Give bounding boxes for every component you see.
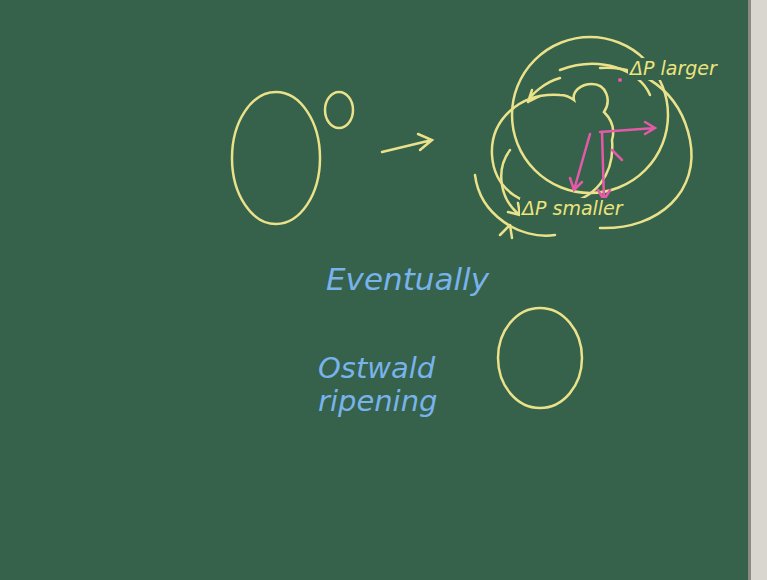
flow-arrow-head [500, 225, 512, 238]
pressure-label: ΔP larger [628, 58, 719, 80]
transition-arrow [382, 134, 432, 152]
pressure-vector [570, 134, 590, 190]
radius-mark [612, 150, 622, 160]
note-text: Eventually [326, 262, 489, 298]
merging-droplet [492, 84, 613, 206]
contact-dot [618, 78, 622, 82]
board-frame-edge [748, 0, 751, 580]
pressure-vector [600, 122, 655, 134]
final-droplet [498, 308, 582, 408]
flow-arrow [501, 150, 520, 215]
pressure-label: ΔP smaller [520, 198, 625, 220]
board-frame [748, 0, 767, 580]
flow-arrow [528, 78, 560, 102]
process-name: Ostwald ripening [318, 352, 468, 419]
pressure-vector [598, 132, 610, 200]
small-droplet [325, 92, 353, 128]
large-droplet [232, 92, 320, 224]
